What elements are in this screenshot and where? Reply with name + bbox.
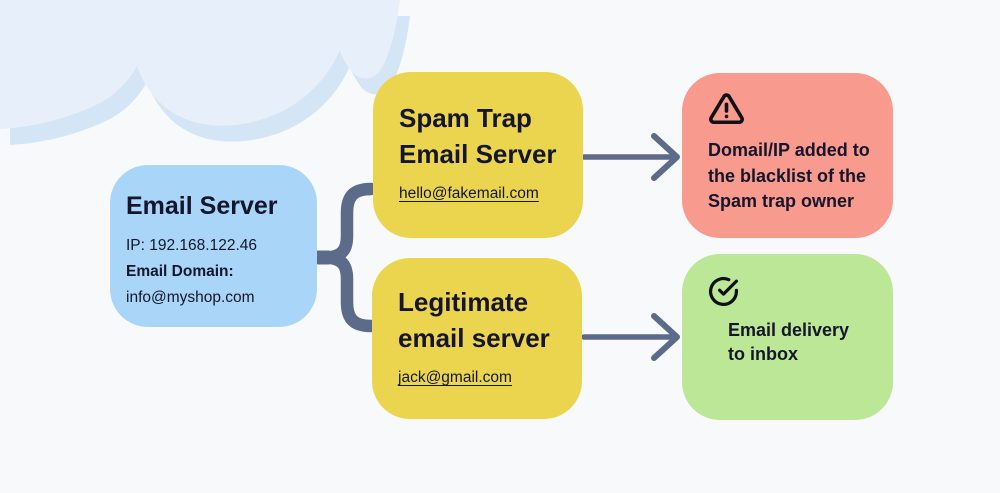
spam-trap-title-line2: Email Server (399, 139, 557, 169)
inbox-outcome-text: Email delivery to inbox (728, 318, 885, 366)
legitimate-server-email: jack@gmail.com (398, 369, 512, 386)
email-server-title: Email Server (126, 192, 278, 220)
inbox-text-line1: Email delivery (728, 320, 850, 340)
legitimate-title-line2: email server (398, 323, 550, 353)
spam-trap-title-line1: Spam Trap (399, 103, 532, 133)
arrow-to-blacklist (581, 133, 680, 181)
warning-triangle-icon (709, 93, 744, 125)
legitimate-title-line1: Legitimate (398, 287, 529, 317)
email-server-details: IP: 192.168.122.46 Email Domain: info@my… (126, 233, 309, 311)
blacklist-outcome-node: Domail/IP added to the blacklist of the … (682, 73, 893, 238)
email-server-ip: IP: 192.168.122.46 (126, 237, 258, 254)
blacklist-text-line2: the blacklist of the (708, 165, 867, 186)
check-circle-icon (708, 276, 739, 307)
blacklist-text-line1: Domail/IP added to (708, 140, 870, 160)
email-domain-value: info@myshop.com (126, 289, 255, 306)
legitimate-server-title: Legitimate email server (398, 284, 574, 356)
spam-trap-title: Spam Trap Email Server (399, 100, 575, 172)
inbox-text-line2: to inbox (728, 344, 798, 364)
spam-trap-node: Spam Trap Email Server hello@fakemail.co… (373, 72, 583, 238)
blacklist-text-line3: Spam trap owner (708, 191, 855, 211)
email-domain-label: Email Domain: (126, 263, 234, 280)
cloud-decoration (0, 0, 410, 145)
inbox-outcome-node: Email delivery to inbox (682, 254, 893, 420)
spam-trap-email: hello@fakemail.com (399, 185, 539, 202)
email-server-node: Email Server IP: 192.168.122.46 Email Do… (110, 165, 317, 327)
arrow-to-inbox (581, 313, 680, 361)
legitimate-server-node: Legitimate email server jack@gmail.com (372, 258, 582, 419)
blacklist-outcome-text: Domail/IP added to the blacklist of the … (708, 138, 885, 215)
brace-connector (321, 182, 378, 333)
